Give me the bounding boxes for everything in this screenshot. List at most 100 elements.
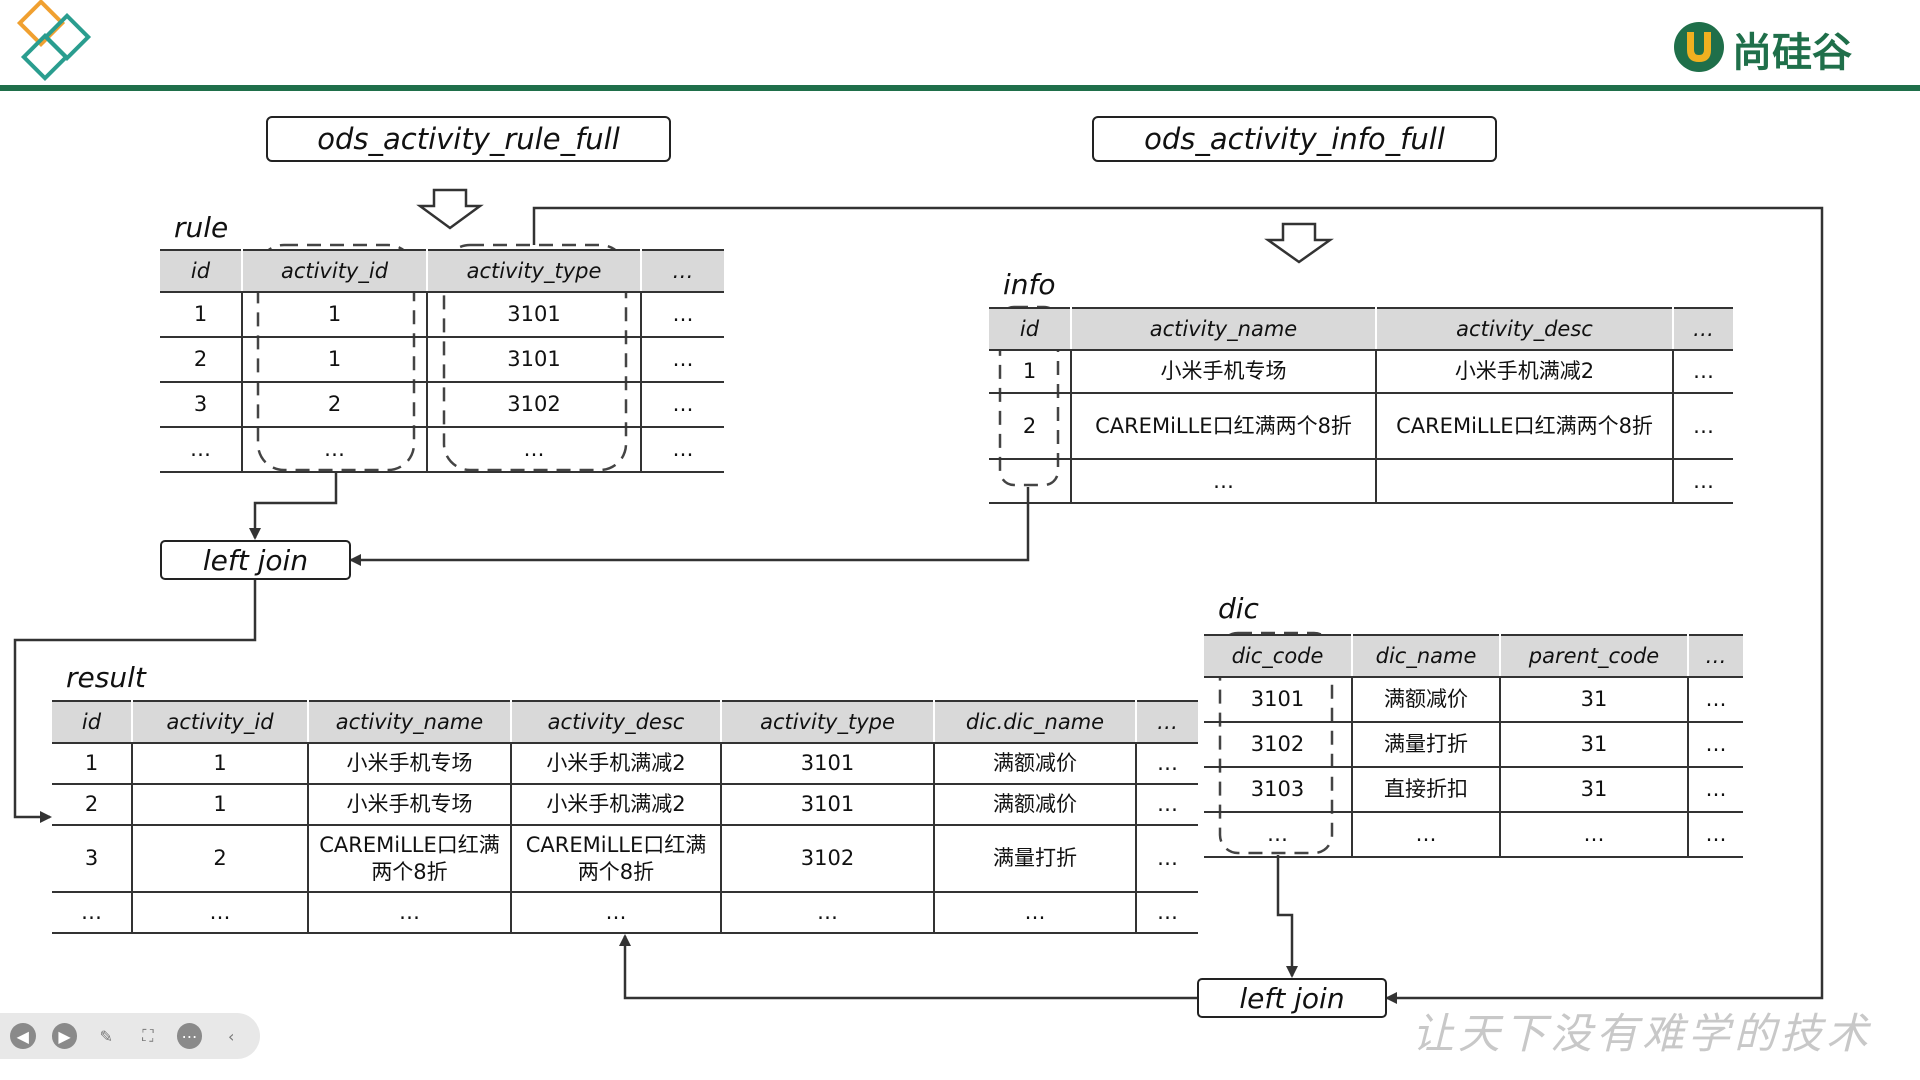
table-cell: … xyxy=(1136,784,1198,826)
header-cell: id xyxy=(989,307,1072,351)
table-cell: CAREMiLLE口红满两个8折 xyxy=(511,825,722,893)
table-cell: … xyxy=(1136,892,1198,934)
table-cell: 2 xyxy=(989,393,1072,460)
table-cell: 2 xyxy=(52,784,133,826)
table-cell: 小米手机专场 xyxy=(1071,350,1377,394)
table-cell: 3101 xyxy=(1204,677,1353,723)
header-cell: activity_desc xyxy=(510,700,722,744)
table-cell: … xyxy=(641,382,724,428)
table-row: ………… xyxy=(160,427,724,473)
table-cell: 满量打折 xyxy=(1352,722,1501,768)
header-cell: activity_name xyxy=(307,700,512,744)
down-arrow-rule-icon xyxy=(416,188,484,230)
table-cell xyxy=(989,459,1072,504)
result-table-label: result xyxy=(66,661,146,694)
table-cell: 3102 xyxy=(427,382,642,428)
table-cell: … xyxy=(1688,812,1743,858)
table-cell: … xyxy=(308,892,512,934)
header-cell: … xyxy=(1672,307,1733,351)
rule-table-label: rule xyxy=(174,211,229,244)
header-cell: activity_name xyxy=(1070,307,1377,351)
join-box-second: left join xyxy=(1197,978,1387,1018)
prev-icon[interactable]: ◀ xyxy=(10,1023,36,1049)
table-cell: 小米手机专场 xyxy=(308,784,512,826)
logo-diamonds-icon xyxy=(16,0,92,82)
table-cell: … xyxy=(1071,459,1377,504)
wire-rule-to-join xyxy=(249,472,338,540)
pen-icon[interactable]: ✎ xyxy=(99,1026,113,1046)
table-cell: 1 xyxy=(132,784,309,826)
table-cell: 1 xyxy=(242,292,428,338)
table-cell: 满额减价 xyxy=(934,743,1137,785)
table-cell: 1 xyxy=(52,743,133,785)
table-cell: … xyxy=(641,427,724,473)
table-cell: 3102 xyxy=(721,825,935,893)
wire-join-to-result xyxy=(13,580,257,823)
dic-table-label: dic xyxy=(1218,592,1259,625)
screen-icon[interactable]: ⛶ xyxy=(142,1026,154,1045)
table-cell: … xyxy=(1352,812,1501,858)
table-cell: 3103 xyxy=(1204,767,1353,813)
header-cell: dic_name xyxy=(1351,634,1501,678)
header-divider xyxy=(0,85,1920,91)
table-cell: 31 xyxy=(1500,767,1689,813)
table-cell: CAREMiLLE口红满两个8折 xyxy=(1376,393,1674,460)
info-table-label: info xyxy=(1003,268,1056,301)
header-cell: activity_type xyxy=(426,249,642,293)
header-cell: activity_id xyxy=(131,700,309,744)
table-cell: … xyxy=(132,892,309,934)
table-row: …… xyxy=(989,459,1733,504)
wire-type-to-join2 xyxy=(532,206,1824,1004)
wire-join2-to-result xyxy=(619,934,1197,1000)
header-cell: … xyxy=(1135,700,1198,744)
more-icon[interactable]: ⋯ xyxy=(176,1023,203,1049)
header-cell: activity_id xyxy=(241,249,428,293)
table-cell: 1 xyxy=(989,350,1072,394)
table-cell: 满量打折 xyxy=(934,825,1137,893)
table-cell: … xyxy=(1136,825,1198,893)
table-cell: … xyxy=(1673,393,1733,460)
slogan-watermark: 让天下没有难学的技术 xyxy=(1411,1009,1872,1058)
table-cell: 小米手机满减2 xyxy=(1376,350,1674,394)
table-cell: 3102 xyxy=(1204,722,1353,768)
wire-dic-to-join2 xyxy=(1276,855,1298,978)
table-cell: … xyxy=(934,892,1137,934)
result-table: id activity_id activity_name activity_de… xyxy=(52,700,1198,934)
header-cell: dic_code xyxy=(1204,634,1353,678)
table-cell: … xyxy=(511,892,722,934)
collapse-icon[interactable]: ‹ xyxy=(227,1026,235,1046)
table-cell: CAREMiLLE口红满两个8折 xyxy=(1071,393,1377,460)
source-rule-table: ods_activity_rule_full xyxy=(266,116,671,162)
play-icon[interactable]: ▶ xyxy=(51,1023,78,1049)
table-cell: 2 xyxy=(242,382,428,428)
table-cell: 3 xyxy=(160,382,243,428)
table-cell: … xyxy=(1136,743,1198,785)
join-box-first: left join xyxy=(160,540,351,580)
table-cell: … xyxy=(721,892,935,934)
table-cell: … xyxy=(1673,459,1733,504)
table-cell: 3101 xyxy=(721,743,935,785)
wire-info-to-join xyxy=(349,487,1030,566)
brand-name: 尚硅谷 xyxy=(1732,30,1852,76)
table-cell: 小米手机满减2 xyxy=(511,743,722,785)
down-arrow-info-icon xyxy=(1264,222,1334,264)
header-cell: activity_desc xyxy=(1375,307,1674,351)
table-cell: 直接折扣 xyxy=(1352,767,1501,813)
header-cell: … xyxy=(1687,634,1743,678)
table-row: ………………… xyxy=(52,892,1198,934)
table-cell: … xyxy=(427,427,642,473)
table-cell: 31 xyxy=(1500,722,1689,768)
table-cell: 小米手机满减2 xyxy=(511,784,722,826)
table-cell: 3 xyxy=(52,825,133,893)
table-cell xyxy=(1376,459,1674,504)
table-cell: … xyxy=(242,427,428,473)
table-cell: … xyxy=(1688,722,1743,768)
